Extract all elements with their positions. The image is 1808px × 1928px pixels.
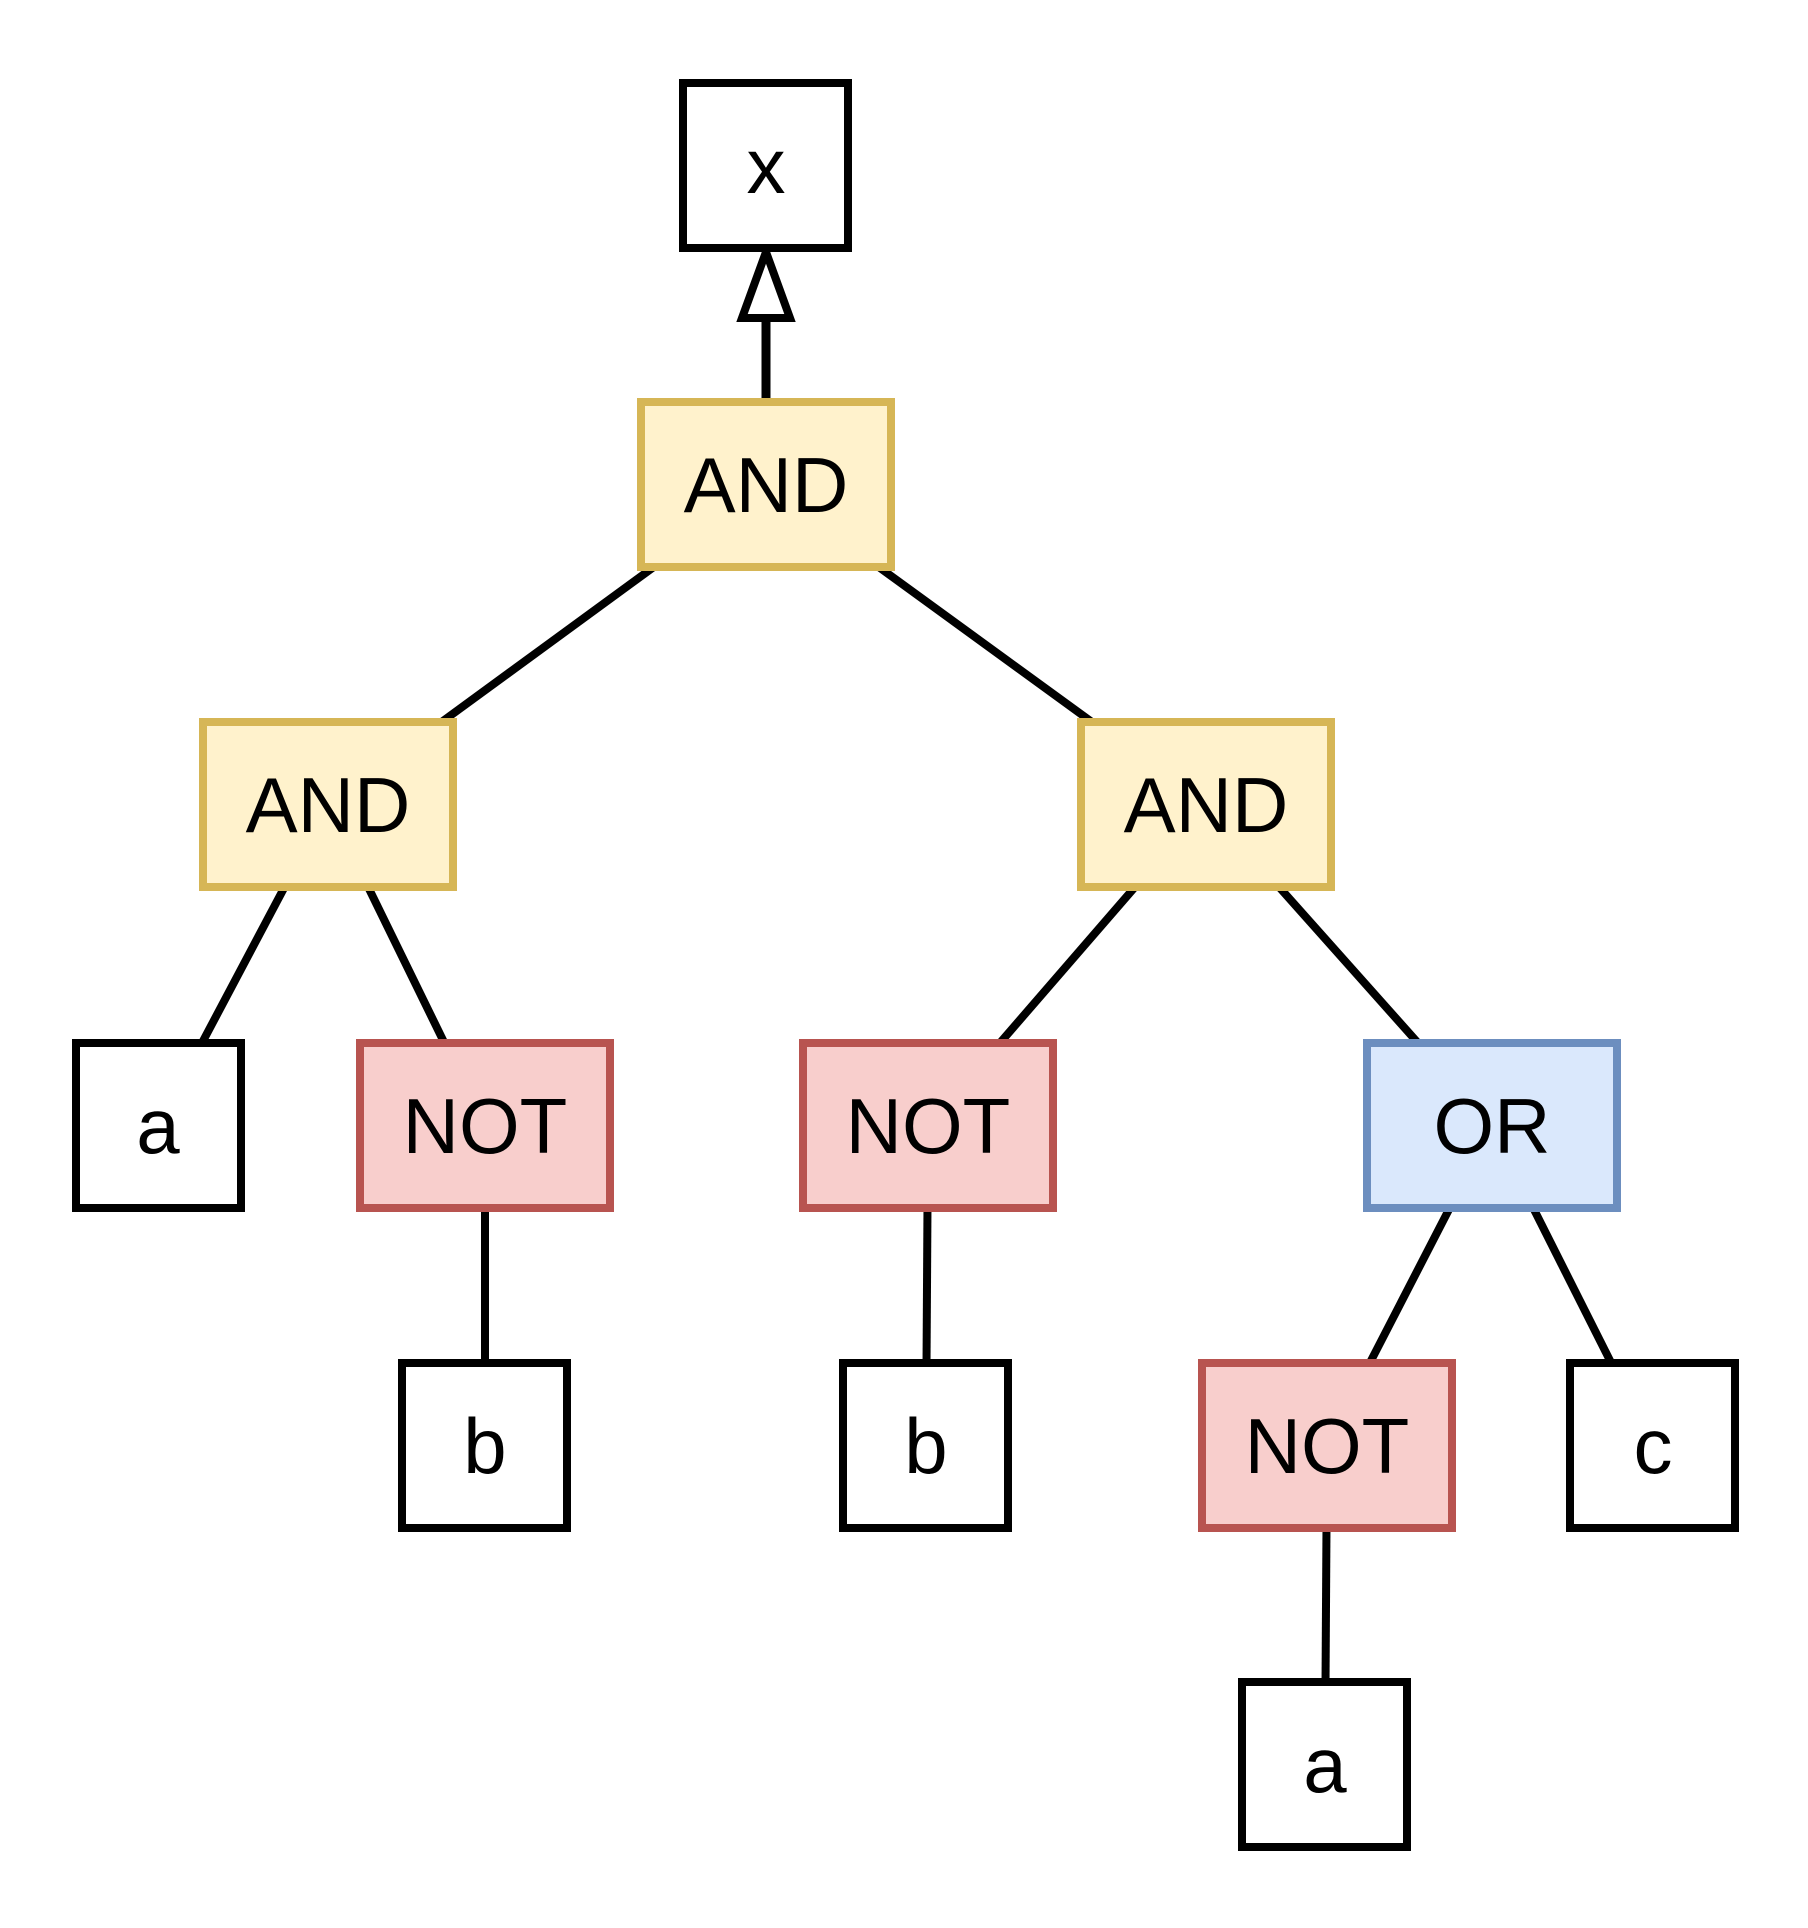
node-not-middle-box — [799, 1039, 1057, 1212]
node-not-right: NOT — [1198, 1359, 1456, 1532]
node-b-left-label: b — [463, 1402, 506, 1490]
node-layer: x AND AND AND a NOT NOT — [72, 79, 1739, 1851]
node-a-left-box — [72, 1039, 245, 1212]
node-c-right: c — [1566, 1359, 1739, 1532]
node-a-bottom: a — [1238, 1678, 1411, 1851]
node-not-left-box — [356, 1039, 614, 1212]
node-or-right-label: OR — [1434, 1082, 1551, 1170]
node-or-right-box — [1363, 1039, 1621, 1212]
node-and-left: AND — [199, 718, 457, 891]
node-c-right-box — [1566, 1359, 1739, 1532]
node-not-left-label: NOT — [403, 1082, 568, 1170]
node-b-left: b — [398, 1359, 571, 1532]
node-x-label: x — [747, 122, 786, 210]
open-arrowhead-icon — [736, 240, 796, 322]
node-not-right-label: NOT — [1245, 1402, 1410, 1490]
node-a-bottom-label: a — [1303, 1721, 1347, 1809]
node-and-root: AND — [637, 398, 895, 571]
node-not-middle: NOT — [799, 1039, 1057, 1212]
node-not-right-box — [1198, 1359, 1456, 1532]
node-not-middle-label: NOT — [846, 1082, 1011, 1170]
node-or-right: OR — [1363, 1039, 1621, 1212]
node-a-left-label: a — [136, 1082, 180, 1170]
node-and-left-box — [199, 718, 457, 891]
node-a-left: a — [72, 1039, 245, 1212]
node-b-middle-label: b — [904, 1402, 947, 1490]
node-x: x — [679, 79, 852, 252]
node-not-left: NOT — [356, 1039, 614, 1212]
node-a-bottom-box — [1238, 1678, 1411, 1851]
node-and-right-label: AND — [1124, 761, 1289, 849]
node-c-right-label: c — [1634, 1402, 1673, 1490]
node-and-root-box — [637, 398, 895, 571]
node-and-right: AND — [1077, 718, 1335, 891]
node-and-left-label: AND — [246, 761, 411, 849]
node-b-middle: b — [839, 1359, 1012, 1532]
node-and-root-label: AND — [684, 441, 849, 529]
node-b-middle-box — [839, 1359, 1012, 1532]
node-and-right-box — [1077, 718, 1335, 891]
node-b-left-box — [398, 1359, 571, 1532]
node-x-box — [679, 79, 852, 252]
edge-layer — [154, 240, 1657, 1766]
